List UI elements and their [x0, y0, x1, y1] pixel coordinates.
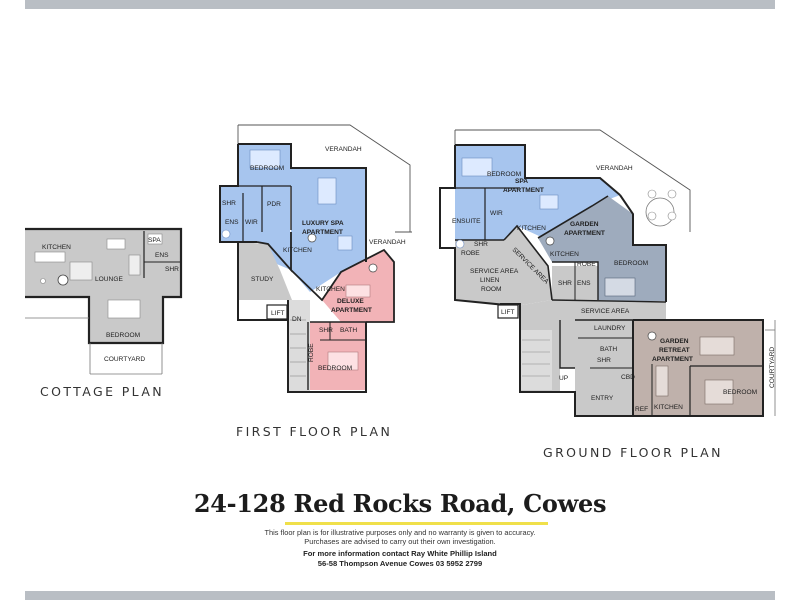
- first-shr-label: SHR: [222, 200, 236, 207]
- ground-laundry-label: LAUNDRY: [594, 325, 626, 332]
- ground-service-area-label: SERVICE AREA: [581, 308, 630, 315]
- first-bath-label: BATH: [340, 327, 357, 334]
- first-luxury-spa-label-2: APARTMENT: [302, 229, 343, 236]
- ground-entry-room: [575, 368, 637, 416]
- ground-courtyard-label: COURTYARD: [769, 347, 776, 388]
- first-deluxe-label-2: APARTMENT: [331, 307, 372, 314]
- first-lift-label: LIFT: [271, 310, 285, 317]
- cottage-plan-title: COTTAGE PLAN: [40, 384, 165, 399]
- ground-garden-retreat-label-3: APARTMENT: [652, 356, 693, 363]
- cottage-plan: KITCHEN LOUNGE SPA ENS SHR BEDROOM COURT…: [25, 227, 183, 375]
- ground-shr1-label: SHR: [474, 241, 488, 248]
- bottom-border-bar: [25, 591, 775, 600]
- ground-garden-label-2: APARTMENT: [564, 230, 605, 237]
- contact-line-1: For more information contact Ray White P…: [303, 549, 497, 558]
- first-study-room: [238, 242, 292, 300]
- first-wir-label: WIR: [245, 219, 258, 226]
- ground-floor-plan-title: GROUND FLOOR PLAN: [543, 445, 723, 460]
- first-robe-label: ROBE: [308, 343, 315, 362]
- ground-spa-label: SPA: [515, 178, 528, 185]
- first-pdr-label: PDR: [267, 201, 281, 208]
- ground-service-corridor: [516, 266, 666, 392]
- ground-garden-label: GARDEN: [570, 221, 599, 228]
- ground-ens-label: ENS: [577, 280, 591, 287]
- ground-service-linen-label-2: LINEN: [480, 277, 500, 284]
- first-floor-plan: VERANDAH BEDROOM SHR PDR ENS WIR LUXURY …: [219, 124, 412, 393]
- first-verandah-top-label: VERANDAH: [325, 146, 362, 153]
- cottage-lounge-label: LOUNGE: [95, 276, 123, 283]
- ground-verandah-label: VERANDAH: [596, 165, 633, 172]
- ground-bedroom-garden-label: BEDROOM: [614, 260, 648, 267]
- cottage-kitchen-label: KITCHEN: [42, 244, 71, 251]
- cottage-shr-label: SHR: [165, 266, 179, 273]
- address-underline: [285, 522, 548, 525]
- ground-ensuite-label: ENSUITE: [452, 218, 481, 225]
- ground-service-area-room: [455, 226, 552, 306]
- cottage-bedroom-label: BEDROOM: [106, 332, 140, 339]
- first-kitchen2-label: KITCHEN: [316, 286, 345, 293]
- cottage-ens-label: ENS: [155, 252, 169, 259]
- first-luxury-spa-room: [291, 168, 366, 292]
- first-floor-plan-title: FIRST FLOOR PLAN: [236, 424, 393, 439]
- ground-service-linen-label: SERVICE AREA: [470, 268, 519, 275]
- ground-garden-retreat-label-2: RETREAT: [659, 347, 690, 354]
- ground-ref-label: REF: [635, 406, 648, 413]
- ground-bath-label: BATH: [600, 346, 617, 353]
- ground-entry-label: ENTRY: [591, 395, 614, 402]
- first-kitchen-label: KITCHEN: [283, 247, 312, 254]
- cottage-spa-label: SPA: [148, 237, 161, 244]
- ground-spa-label-2: APARTMENT: [503, 187, 544, 194]
- ground-lift-label: LIFT: [501, 309, 515, 316]
- ground-service-linen-label-3: ROOM: [481, 286, 502, 293]
- top-border-bar: [25, 0, 775, 9]
- ground-robe1-label: ROBE: [461, 250, 480, 257]
- ground-shr2-label: SHR: [558, 280, 572, 287]
- property-address: 24-128 Red Rocks Road, Cowes: [193, 489, 607, 518]
- first-dn-label: DN: [292, 316, 302, 323]
- ground-robe2-label: ROBE: [577, 261, 596, 268]
- first-verandah-side-label: VERANDAH: [369, 239, 406, 246]
- ground-up-label: UP: [559, 375, 569, 382]
- ground-garden-retreat-label: GARDEN: [660, 338, 689, 345]
- ground-floor-plan: VERANDAH BEDROOM SPA APARTMENT ENSUITE W…: [439, 129, 776, 417]
- first-ens-label: ENS: [225, 219, 239, 226]
- disclaimer-line-2: Purchases are advised to carry out their…: [304, 537, 496, 546]
- ground-kitchen-retreat-label: KITCHEN: [654, 404, 683, 411]
- cottage-courtyard-label: COURTYARD: [104, 356, 145, 363]
- ground-kitchen-spa-label: KITCHEN: [517, 225, 546, 232]
- disclaimer-line-1: This floor plan is for illustrative purp…: [264, 528, 536, 537]
- ground-shr3-label: SHR: [597, 357, 611, 364]
- ground-spa-apartment-room: [455, 145, 620, 240]
- ground-cbd-label: CBD: [621, 374, 635, 381]
- first-bedroom-top-label: BEDROOM: [250, 165, 284, 172]
- ground-bedroom-retreat-label: BEDROOM: [723, 389, 757, 396]
- ground-bedroom-spa-label: BEDROOM: [487, 171, 521, 178]
- ground-stair: [520, 330, 552, 390]
- first-study-label: STUDY: [251, 276, 274, 283]
- first-deluxe-label: DELUXE: [337, 298, 364, 305]
- ground-wir-label: WIR: [490, 210, 503, 217]
- first-shr2-label: SHR: [319, 327, 333, 334]
- first-stair: [288, 300, 310, 392]
- first-luxury-spa-label: LUXURY SPA: [302, 220, 344, 227]
- first-bedroom-bottom-label: BEDROOM: [318, 365, 352, 372]
- ground-kitchen-garden-label: KITCHEN: [550, 251, 579, 258]
- contact-line-2: 56-58 Thompson Avenue Cowes 03 5952 2799: [317, 559, 483, 568]
